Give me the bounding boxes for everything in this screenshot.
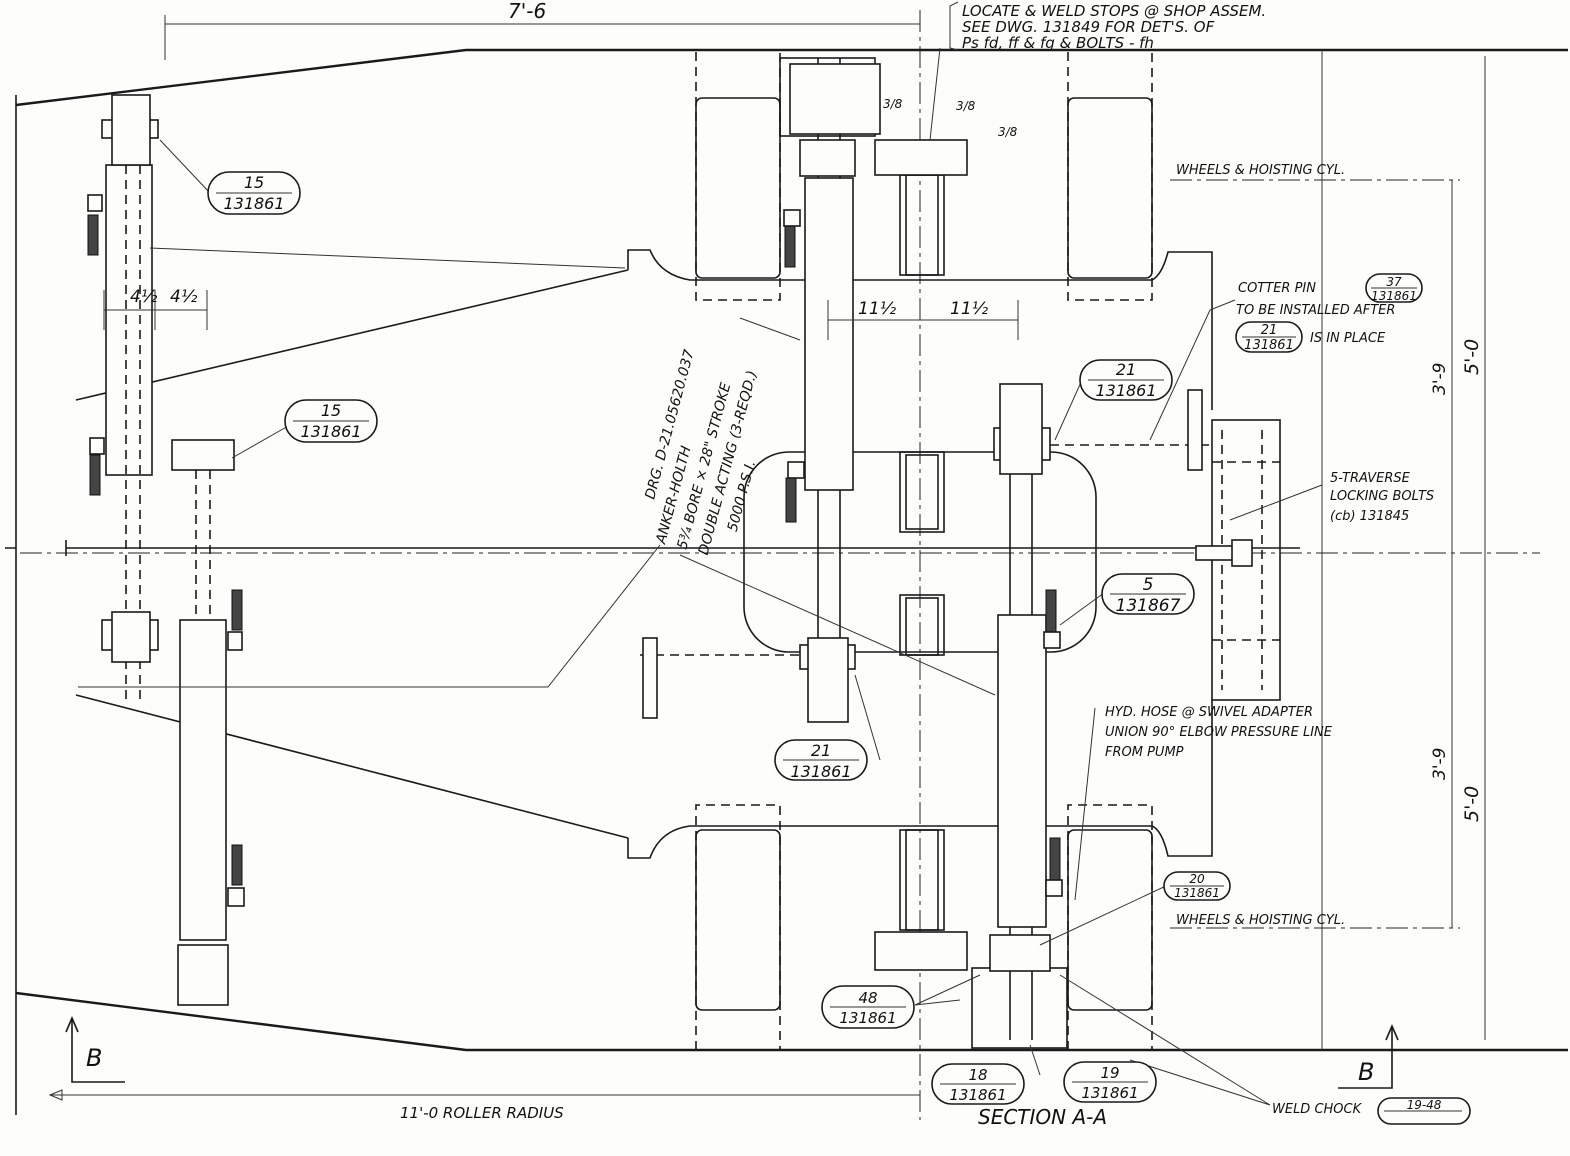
balloon-21-cotter-dwg: 131861 <box>1244 338 1294 353</box>
balloon-48: 48 131861 <box>821 985 915 1029</box>
balloon-19: 19 131861 <box>1063 1061 1157 1103</box>
balloon-19-dwg: 131861 <box>1081 1084 1138 1102</box>
dim-right-upper-outer: 5'-0 <box>1461 339 1483 375</box>
note-cotter-2: TO BE INSTALLED AFTER <box>1236 303 1395 318</box>
balloon-21-cotter: 21 131861 <box>1235 321 1303 353</box>
dim-center-a: 11½ <box>858 299 897 319</box>
section-marker-right <box>1338 1023 1399 1089</box>
center-lines <box>20 10 1540 1120</box>
note-cylinder-spec: DRG. D-21.05620.037 ANKER-HOLTH 5¾ BORE … <box>642 348 760 557</box>
balloon-21-cotter-item: 21 <box>1261 323 1278 338</box>
balloon-15-top: 15 131861 <box>207 171 301 215</box>
section-marker-left <box>65 1015 125 1083</box>
bottom-wheel-blocks <box>695 804 1153 1050</box>
dim-center-b: 11½ <box>950 299 989 319</box>
note-traverse-3: (cb) 131845 <box>1330 509 1409 524</box>
balloon-20-item: 20 <box>1189 872 1205 886</box>
balloon-20: 20 131861 <box>1163 871 1231 901</box>
note-wheels-bottom: WHEELS & HOISTING CYL. <box>1176 913 1345 928</box>
dim-right-lower-inner: 3'-9 <box>1430 748 1450 780</box>
outer-beam-outline <box>5 48 1568 1115</box>
balloon-21-left: 21 131861 <box>774 739 868 781</box>
note-hose-1: HYD. HOSE @ SWIVEL ADAPTER <box>1105 705 1313 720</box>
dim-left-a: 4½ <box>130 287 158 307</box>
balloon-15-mid-dwg: 131861 <box>300 422 361 441</box>
note-traverse-2: LOCKING BOLTS <box>1330 489 1434 504</box>
note-locate-weld-2: SEE DWG. 131849 FOR DET'S. OF <box>962 18 1215 36</box>
dim-top-width: 7'-6 <box>508 0 546 23</box>
top-wheel-blocks <box>695 52 1153 301</box>
note-wheels-top: WHEELS & HOISTING CYL. <box>1176 163 1345 178</box>
balloon-18-item: 18 <box>968 1066 987 1084</box>
note-traverse-bolts: 5-TRAVERSE LOCKING BOLTS (cb) 131845 <box>1330 471 1434 524</box>
note-hose-2: UNION 90° ELBOW PRESSURE LINE <box>1105 725 1333 740</box>
balloon-48-dwg: 131861 <box>839 1009 896 1027</box>
section-title: SECTION A-A <box>978 1105 1107 1129</box>
balloon-18-dwg: 131861 <box>949 1086 1006 1104</box>
note-roller-radius: 11'-0 ROLLER RADIUS <box>400 1104 564 1122</box>
dim-weld-a: 3/8 <box>883 97 903 111</box>
note-locate-weld: LOCATE & WELD STOPS @ SHOP ASSEM. SEE DW… <box>949 1 1266 52</box>
balloon-5: 5 131867 <box>1101 573 1195 616</box>
balloon-19-item: 19 <box>1100 1064 1119 1082</box>
section-marker-right-label: B <box>1358 1058 1374 1086</box>
note-cotter-pin: COTTER PIN TO BE INSTALLED AFTER IS IN P… <box>1236 281 1395 346</box>
dimension-lines <box>48 15 1486 1101</box>
dim-left-b: 4½ <box>170 287 198 307</box>
dim-right-lower-outer: 5'-0 <box>1461 786 1483 822</box>
balloon-37-dwg: 131861 <box>1371 289 1417 303</box>
balloon-37-item: 37 <box>1386 275 1402 289</box>
carriage-outline <box>75 249 1213 859</box>
balloon-37-cotter: 37 131861 <box>1365 273 1423 303</box>
note-hyd-hose: HYD. HOSE @ SWIVEL ADAPTER UNION 90° ELB… <box>1105 705 1333 760</box>
balloon-19-48-item: 19-48 <box>1407 1098 1442 1112</box>
balloon-15-top-dwg: 131861 <box>223 194 284 213</box>
leader-lines <box>78 47 1323 1106</box>
balloon-18: 18 131861 <box>931 1063 1025 1105</box>
note-traverse-1: 5-TRAVERSE <box>1330 471 1411 486</box>
balloon-21-right-dwg: 131861 <box>1095 381 1156 400</box>
balloon-48-item: 48 <box>858 989 877 1007</box>
center-top-cylinder <box>640 58 881 723</box>
balloon-5-dwg: 131867 <box>1116 596 1181 616</box>
center-bottom-cylinder <box>989 383 1210 1040</box>
section-marker-left-label: B <box>86 1044 102 1072</box>
balloon-21-left-dwg: 131861 <box>790 762 851 781</box>
dim-weld-b: 3/8 <box>956 99 976 113</box>
balloon-5-item: 5 <box>1143 575 1154 595</box>
note-cotter-1: COTTER PIN <box>1238 281 1316 296</box>
balloon-21-left-item: 21 <box>811 741 831 760</box>
left-second-cylinder <box>171 439 245 1006</box>
left-cylinder-assembly <box>87 94 159 700</box>
note-locate-weld-3: Ps fd, ff & fg & BOLTS - fh <box>962 34 1154 52</box>
dim-right-upper-inner: 3'-9 <box>1430 363 1450 395</box>
balloon-19-48-chock: 19-48 <box>1377 1097 1471 1125</box>
balloon-21-right-item: 21 <box>1116 360 1136 379</box>
balloon-20-dwg: 131861 <box>1174 886 1220 900</box>
balloon-21-right: 21 131861 <box>1079 359 1173 401</box>
note-weld-chock: WELD CHOCK <box>1272 1102 1363 1117</box>
note-cotter-3: IS IN PLACE <box>1310 331 1386 346</box>
dim-weld-c: 3/8 <box>998 125 1018 139</box>
balloon-15-mid: 15 131861 <box>284 399 378 443</box>
note-hose-3: FROM PUMP <box>1105 745 1184 760</box>
balloon-15-top-item: 15 <box>244 173 264 192</box>
note-locate-weld-1: LOCATE & WELD STOPS @ SHOP ASSEM. <box>962 2 1266 20</box>
traverse-lock-plate <box>1195 419 1281 701</box>
balloon-15-mid-item: 15 <box>321 401 341 420</box>
